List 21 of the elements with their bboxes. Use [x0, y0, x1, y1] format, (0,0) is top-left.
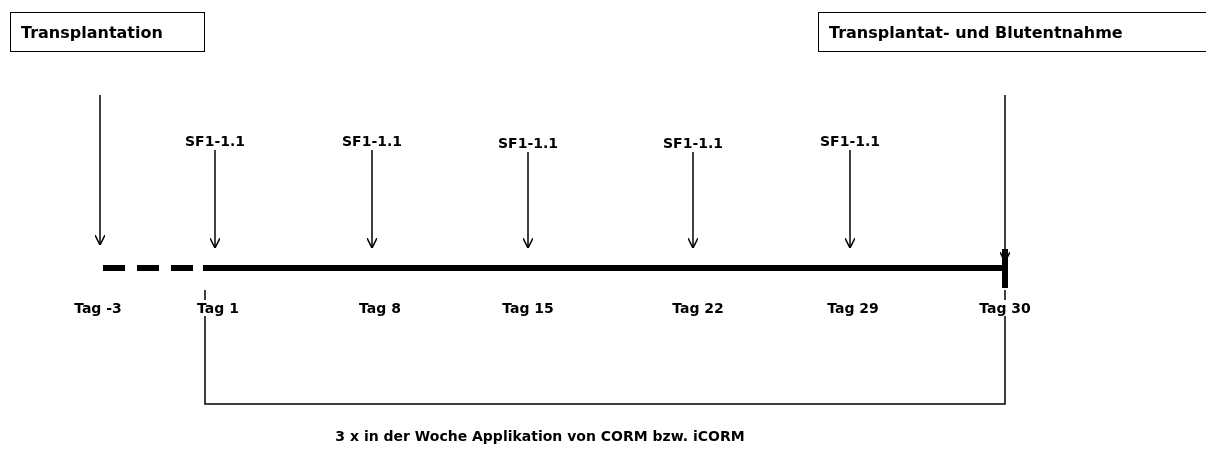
day-label: Tag 8 — [357, 300, 403, 316]
note-text: 3 x in der Woche Applikation von CORM bzw. iCORM — [333, 428, 747, 444]
treatment-label: SF1-1.1 — [496, 135, 560, 151]
arrow — [209, 149, 221, 249]
arrow — [522, 151, 534, 249]
day-label: Tag 29 — [825, 300, 881, 316]
day-label: Tag 22 — [670, 300, 726, 316]
treatment-label: SF1-1.1 — [661, 135, 725, 151]
treatment-label: SF1-1.1 — [183, 133, 247, 149]
arrow — [687, 151, 699, 249]
treatment-label: SF1-1.1 — [818, 133, 882, 149]
event-box: Transplantation — [10, 12, 205, 52]
day-label: Tag 15 — [500, 300, 556, 316]
treatment-label: SF1-1.1 — [340, 133, 404, 149]
day-label: Tag 30 — [977, 300, 1033, 316]
day-label: Tag 1 — [195, 300, 241, 316]
arrow — [94, 94, 106, 246]
arrow — [844, 149, 856, 249]
day-label: Tag -3 — [72, 300, 124, 316]
arrow — [366, 149, 378, 249]
event-box: Transplantat- und Blutentnahme — [818, 12, 1206, 52]
